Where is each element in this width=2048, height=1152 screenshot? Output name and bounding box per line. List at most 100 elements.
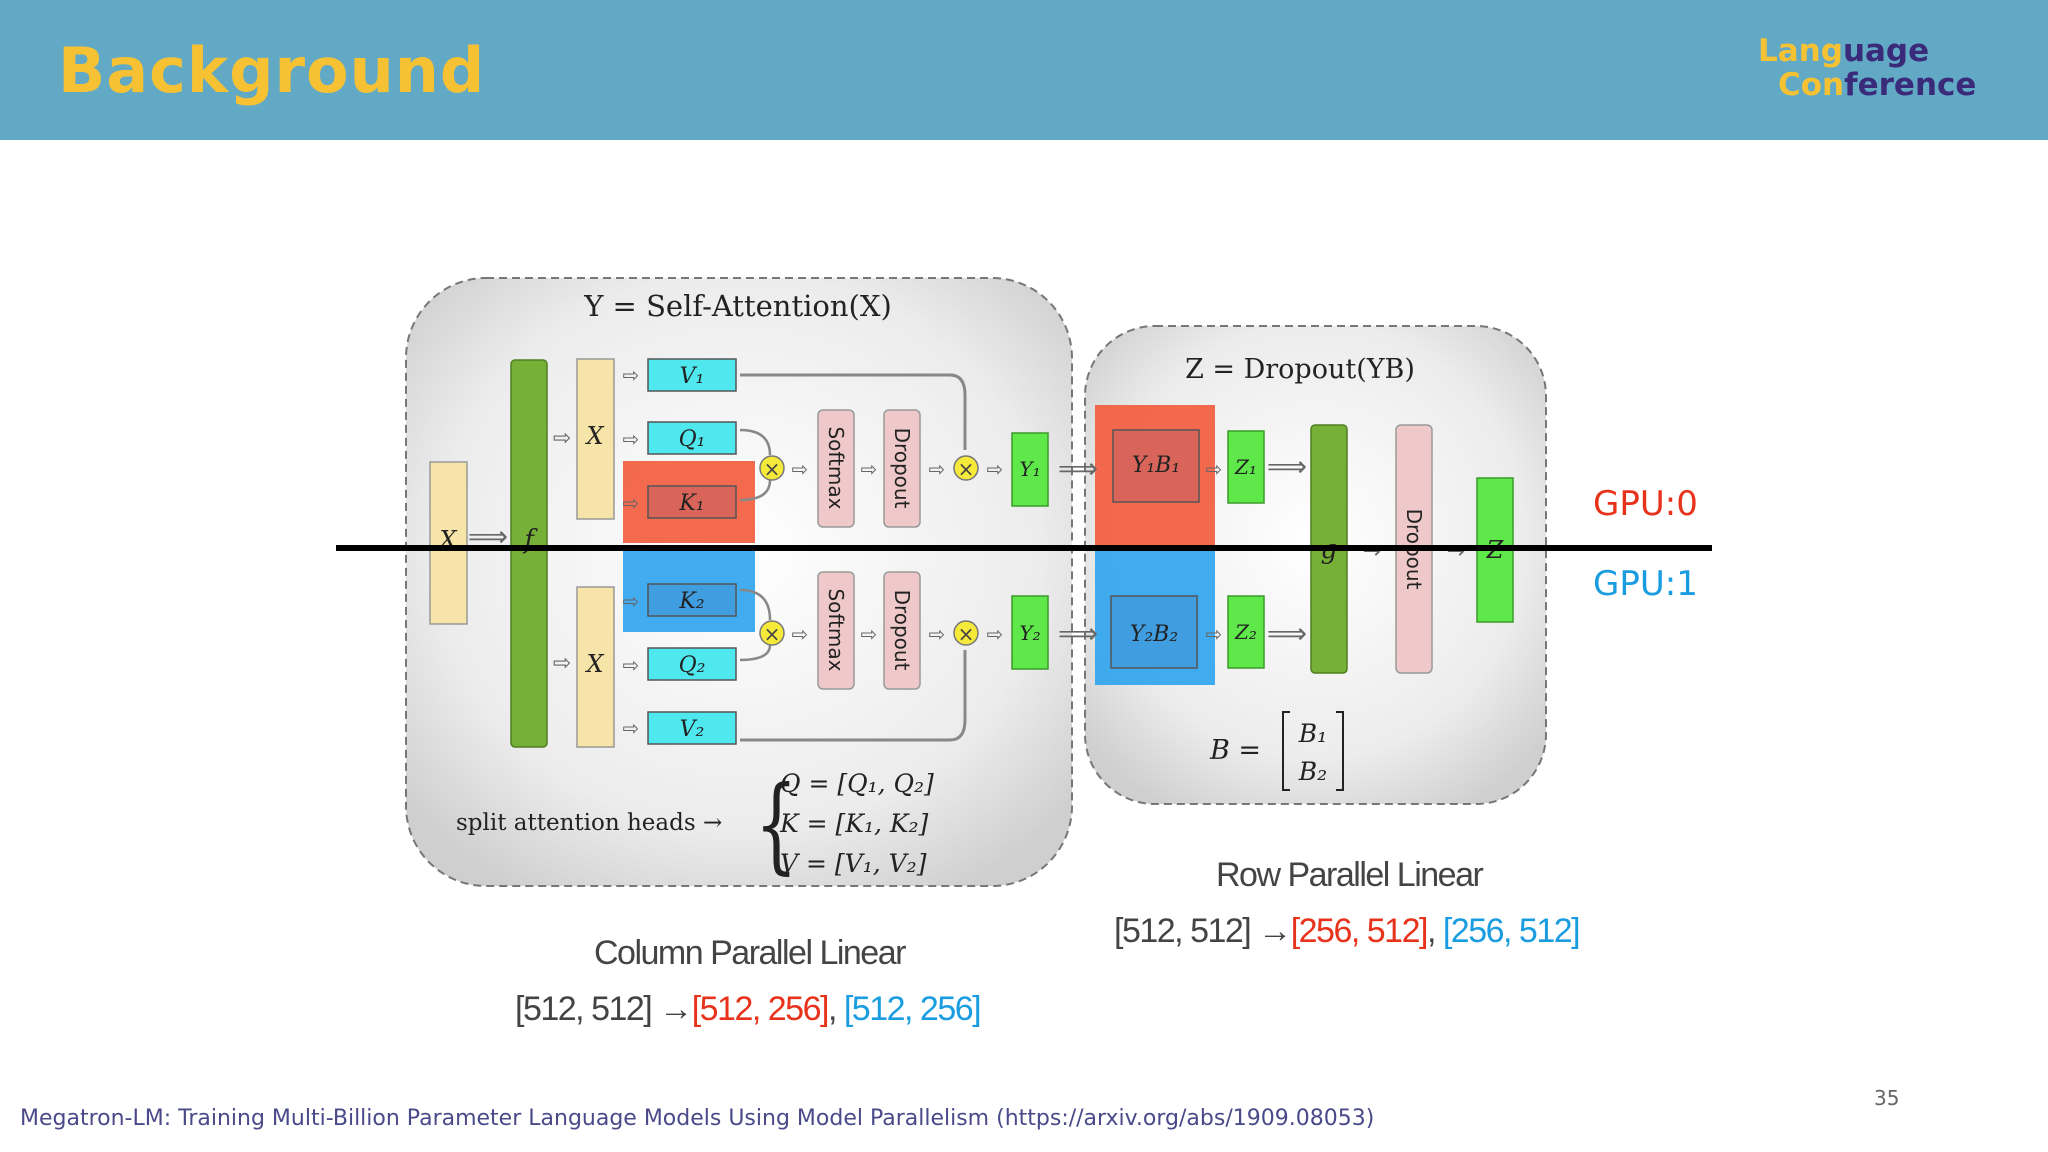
input-x-block [429, 461, 468, 625]
qk-multiply-bottom-glyph: × [764, 622, 781, 646]
column-parallel-title: Column Parallel Linear [594, 934, 906, 972]
dropout-top-block [883, 409, 921, 528]
y2b2-label: Y₂B₂ [1130, 622, 1178, 647]
qk-multiply-top-glyph: × [764, 457, 781, 481]
v1-label: V₁ [680, 364, 705, 389]
softmax-bottom-label: Softmax [824, 588, 848, 671]
split-brace: { [755, 764, 798, 885]
arrow-to-z2: ⇨ [1206, 622, 1223, 646]
z2-block [1227, 595, 1265, 669]
v1-block [647, 358, 737, 392]
arrow-to-v1: ⇨ [623, 363, 640, 387]
qk-multiply-bottom-icon [759, 620, 785, 646]
x-bottom-label: X [584, 650, 604, 678]
arrow-to-y2: ⇨ [987, 622, 1004, 646]
z1-block [1227, 430, 1265, 504]
dropout-top-label: Dropout [890, 428, 914, 509]
arrow-y2-to-y2b2: ⟹ [1058, 617, 1098, 650]
arrow-to-mult2-bottom: ⇨ [929, 622, 946, 646]
page-number: 35 [1874, 1086, 1900, 1110]
row-shape-gpu0: [256, 512] [1290, 912, 1429, 950]
row-parallel-shapes: [512, 512] →[256, 512], [256, 512] [1114, 912, 1581, 951]
gpu1-label: GPU:1 [1593, 564, 1698, 604]
softmax-top-label: Softmax [824, 426, 848, 509]
k2-block [647, 583, 737, 617]
arrow-to-q2: ⇨ [623, 653, 640, 677]
column-shape-sep: , [827, 990, 837, 1028]
logo-text-ference: ference [1844, 67, 1977, 103]
k2-label: K₂ [678, 589, 704, 614]
y2-block [1011, 595, 1049, 670]
y2-label: Y₂ [1019, 621, 1040, 645]
softmax-bottom-block [817, 571, 855, 690]
attn-v-multiply-top-glyph: × [958, 457, 975, 481]
split-attention-text: split attention heads → [456, 810, 722, 836]
z2-label: Z₂ [1234, 620, 1257, 644]
arrow-to-k2: ⇨ [623, 589, 640, 613]
arrow-to-q1: ⇨ [623, 427, 640, 451]
y1-block [1011, 432, 1049, 507]
x-top-block [576, 358, 615, 520]
arrow-z2-to-g: ⟹ [1267, 617, 1307, 650]
logo-text-lang: Lang [1758, 33, 1843, 69]
arrow-to-dropout-bottom: ⇨ [861, 622, 878, 646]
y1b1-block [1112, 429, 1200, 503]
q-equation: Q = [Q₁, Q₂] [780, 769, 934, 798]
arrow-g-to-dropout: → [1363, 539, 1381, 564]
b-matrix-left-bracket [1282, 711, 1290, 791]
column-parallel-shapes: [512, 512] →[512, 256], [512, 256] [515, 990, 982, 1029]
arrow-to-v2: ⇨ [623, 716, 640, 740]
b-matrix-lhs: B = [1209, 735, 1261, 766]
attn-v-multiply-bottom-glyph: × [958, 622, 975, 646]
q2-label: Q₂ [679, 653, 706, 678]
v2-connector [740, 650, 967, 742]
column-shape-gpu1: [512, 256] [843, 990, 982, 1028]
arrow-to-k1: ⇨ [623, 491, 640, 515]
attn-v-multiply-top-icon [953, 455, 979, 481]
row-shape-from: [512, 512] → [1114, 912, 1292, 950]
conference-logo: Language Conference [1758, 30, 1998, 110]
k1-connector [739, 479, 772, 502]
z1-label: Z₁ [1234, 455, 1257, 479]
k2-connector [739, 588, 772, 621]
softmax-top-block [817, 409, 855, 528]
citation-footer: Megatron-LM: Training Multi-Billion Para… [20, 1106, 1375, 1131]
y1-label: Y₁ [1019, 457, 1040, 481]
dropout-bottom-label: Dropout [890, 590, 914, 671]
k1-block [647, 485, 737, 519]
arrow-f-to-x-bottom: ⇨ [553, 651, 571, 676]
x-bottom-block [576, 586, 615, 748]
page-title: Background [58, 34, 486, 107]
row-shape-sep: , [1426, 912, 1436, 950]
arrow-y1-to-y1b1: ⟹ [1058, 452, 1098, 485]
qk-multiply-top-icon [759, 455, 785, 481]
gpu0-label: GPU:0 [1593, 484, 1698, 524]
column-shape-gpu0: [512, 256] [691, 990, 830, 1028]
dropout-title: Z = Dropout(YB) [1185, 354, 1415, 385]
q1-label: Q₁ [679, 427, 706, 452]
v-equation: V = [V₁, V₂] [780, 849, 927, 878]
column-shape-from: [512, 512] → [515, 990, 693, 1028]
k-equation: K = [K₁, K₂] [779, 809, 929, 838]
row-parallel-title: Row Parallel Linear [1216, 856, 1484, 894]
header-bar [0, 0, 2048, 140]
arrow-to-softmax-bottom: ⇨ [792, 622, 809, 646]
logo-text-uage: uage [1842, 33, 1930, 69]
q1-block [647, 421, 737, 455]
b2-entry: B₂ [1298, 757, 1327, 786]
arrow-z1-to-g: ⟹ [1267, 450, 1307, 483]
attn-v-multiply-bottom-icon [953, 620, 979, 646]
q2-block [647, 647, 737, 681]
self-attention-title: Y = Self-Attention(X) [583, 289, 892, 323]
arrow-to-dropout-top: ⇨ [861, 457, 878, 481]
y1b1-label: Y₁B₁ [1132, 453, 1180, 478]
arrow-to-z1: ⇨ [1206, 457, 1223, 481]
v2-label: V₂ [680, 717, 705, 742]
logo-text-con: Con [1778, 67, 1845, 103]
v2-block [647, 711, 737, 745]
b-matrix-right-bracket [1336, 711, 1344, 791]
arrow-to-y1: ⇨ [987, 457, 1004, 481]
y2b2-block [1110, 595, 1198, 669]
b1-entry: B₁ [1298, 719, 1327, 748]
